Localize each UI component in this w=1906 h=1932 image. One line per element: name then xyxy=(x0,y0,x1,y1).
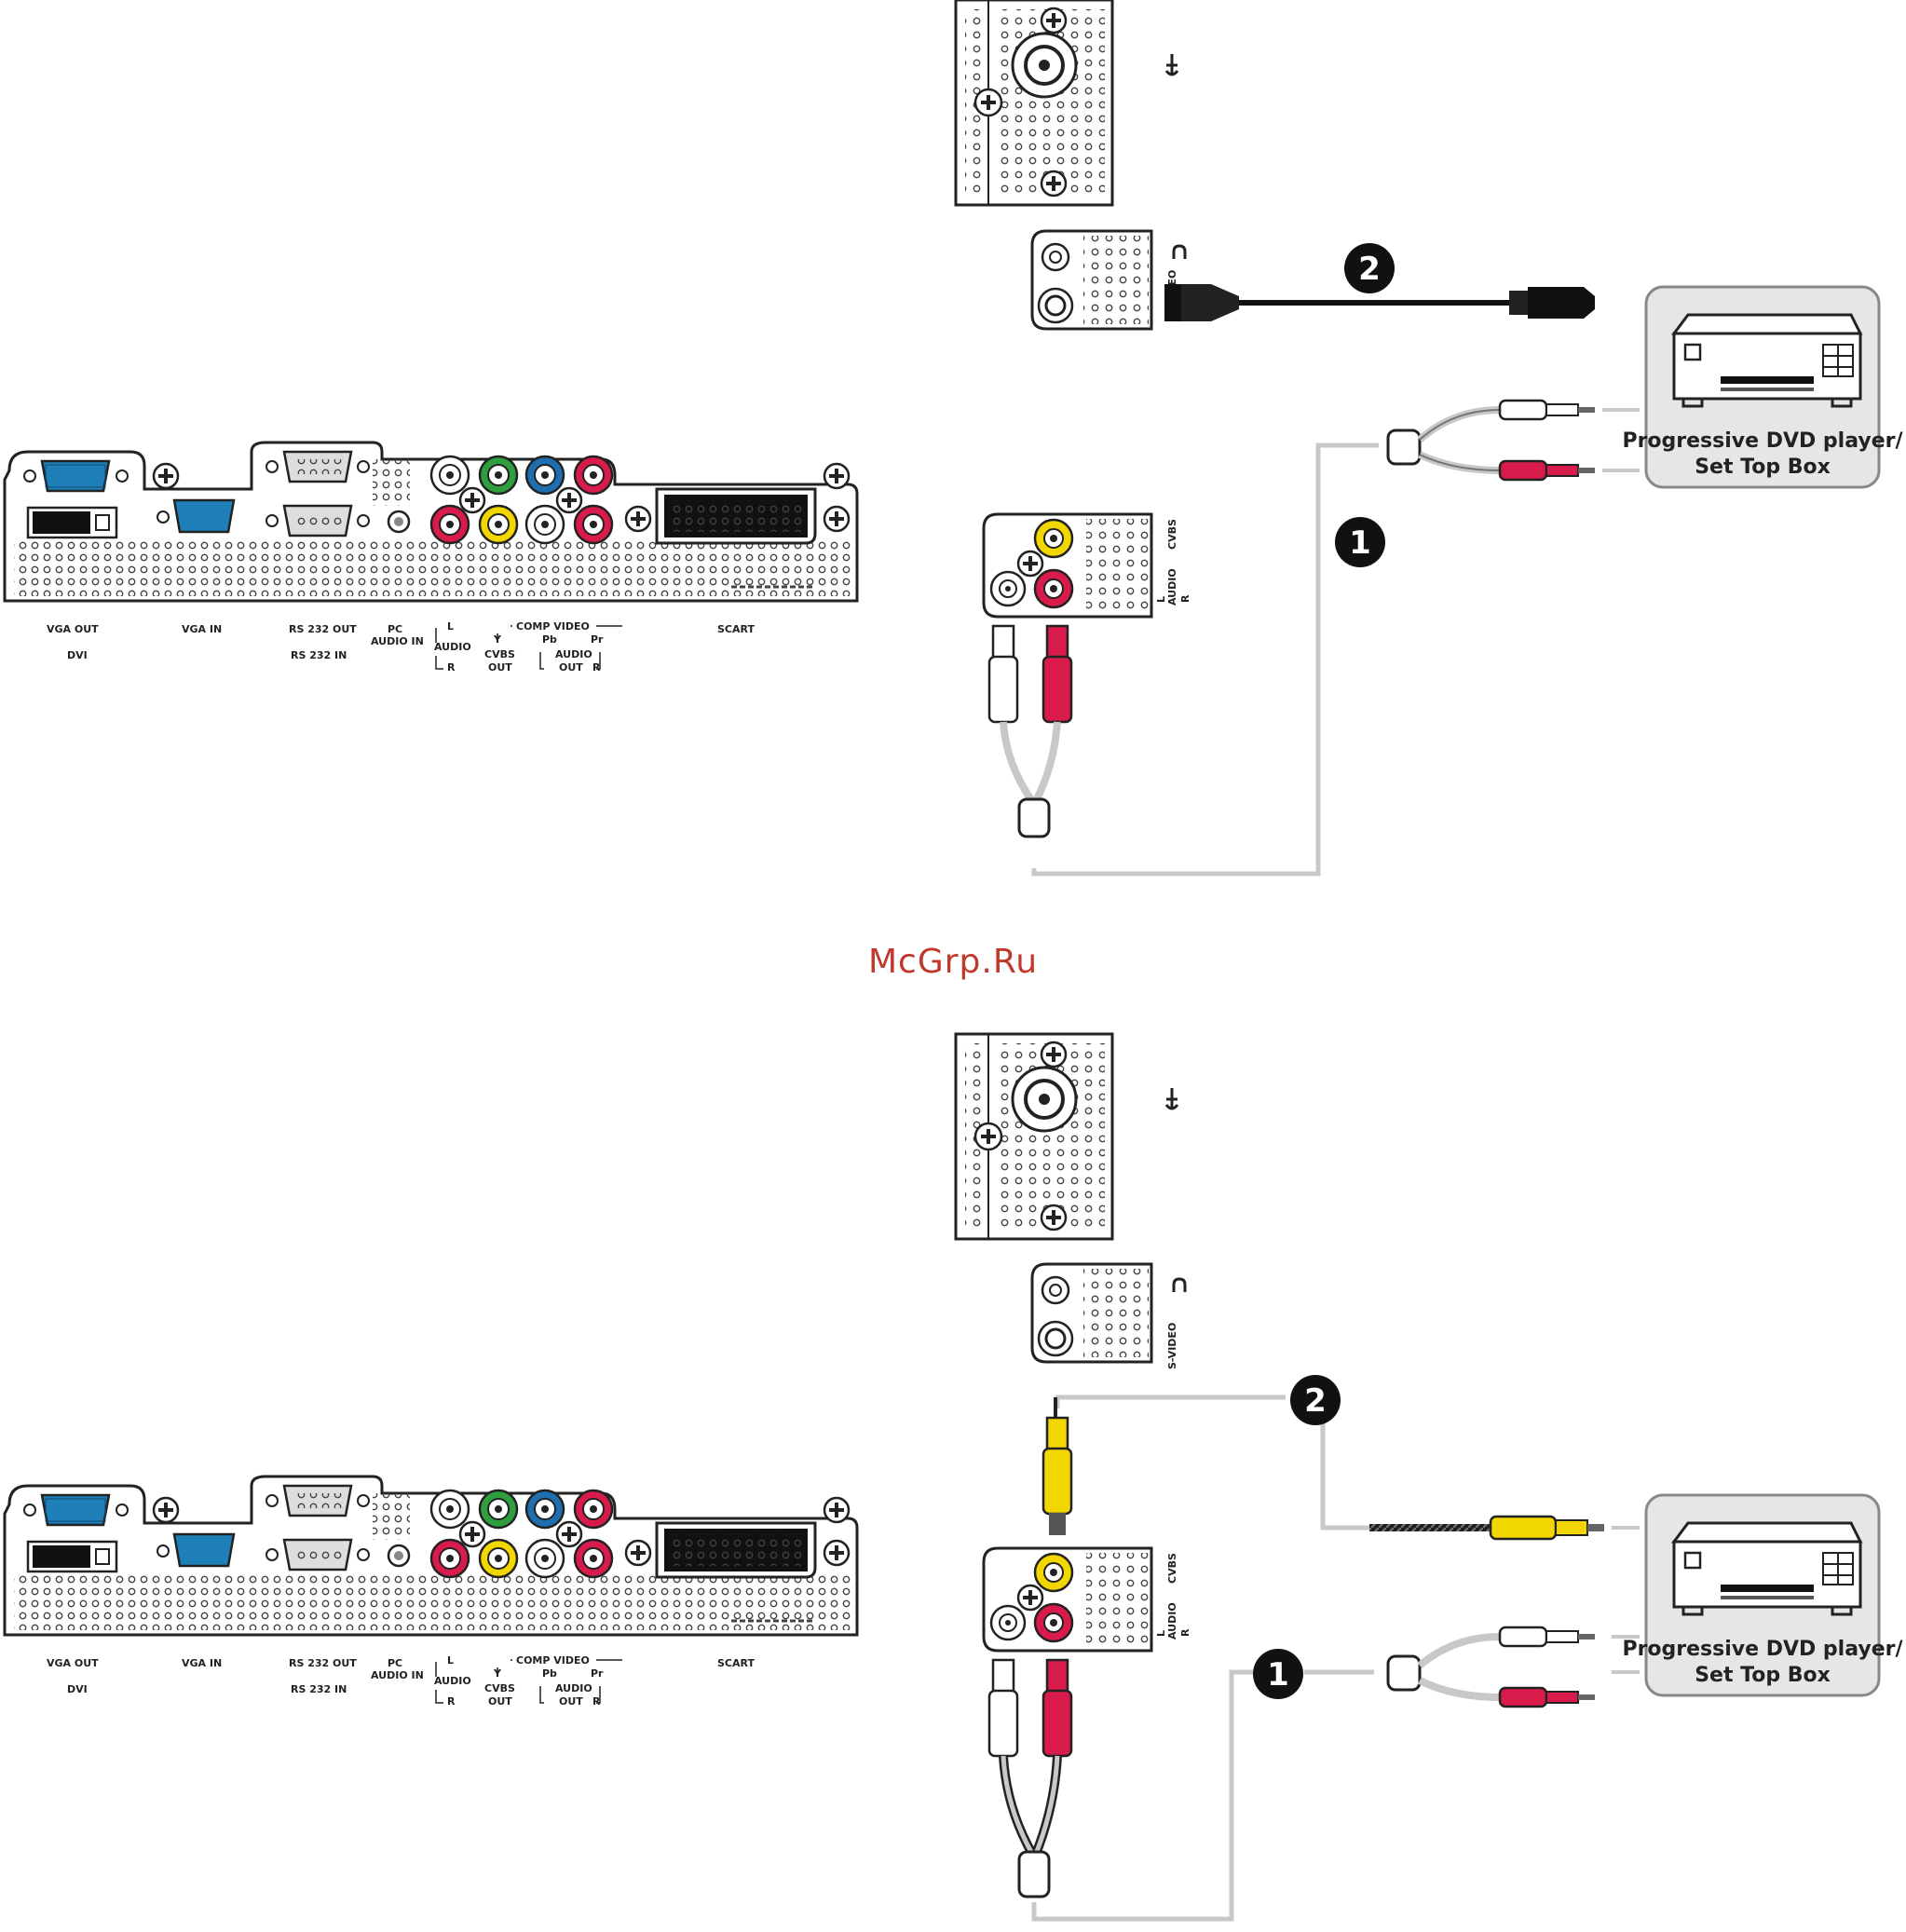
label-y: Y xyxy=(493,633,502,646)
label-audio: AUDIO xyxy=(434,641,471,653)
top-side-tv-panel xyxy=(954,0,1179,207)
label-y-2: Y xyxy=(493,1667,502,1680)
label-dvi-2: DVI xyxy=(67,1683,88,1695)
label-audio-l-2: L xyxy=(447,1654,454,1667)
device-label-line1-b: Progressive DVD player/ xyxy=(1622,1638,1903,1661)
bottom-rear-panel xyxy=(5,1476,857,1635)
label-audio-out-2: OUT xyxy=(559,661,583,673)
top-audio-cable xyxy=(987,399,1640,877)
label-audio-out-b2: OUT xyxy=(559,1695,583,1708)
label-vga-out-2: VGA OUT xyxy=(47,1657,99,1669)
label-cvbs: CVBS xyxy=(484,648,515,660)
label-vga-out: VGA OUT xyxy=(47,623,99,635)
watermark-text: McGrp.Ru xyxy=(867,943,1039,981)
label-audio-out-r-2: R xyxy=(592,1695,601,1708)
label-side-cvbs-2: CVBS xyxy=(1166,1553,1178,1584)
label-vga-in: VGA IN xyxy=(182,623,222,635)
label-side-l: L xyxy=(1155,596,1167,603)
top-callout-2: 2 xyxy=(1344,243,1395,293)
top-callout-1: 1 xyxy=(1335,517,1385,567)
label-scart: SCART xyxy=(717,623,755,635)
bottom-callout-2: 2 xyxy=(1290,1375,1341,1425)
label-pc-2: PC xyxy=(388,1657,402,1669)
label-cvbs-out: OUT xyxy=(488,661,512,673)
bottom-side-av-panel: CVBS L AUDIO R xyxy=(982,1546,1191,1653)
bottom-video-cable xyxy=(1041,1395,1640,1541)
label-pc: PC xyxy=(388,623,402,635)
device-label-line2-b: Set Top Box xyxy=(1695,1664,1831,1687)
label-rs232-in: RS 232 IN xyxy=(291,649,347,661)
top-svideo-cable xyxy=(1164,284,1595,321)
top-side-svideo-panel: S-VIDEO xyxy=(1030,229,1187,331)
label-side-svideo-2: S-VIDEO xyxy=(1166,1323,1178,1369)
label-audio-l: L xyxy=(447,620,454,633)
bottom-callout-1: 1 xyxy=(1253,1649,1303,1699)
top-panel-labels: VGA OUT DVI VGA IN RS 232 OUT RS 232 IN … xyxy=(47,620,755,673)
callout-1-label: 1 xyxy=(1349,524,1371,562)
bottom-side-tv-panel xyxy=(954,1032,1179,1241)
label-audio-r: R xyxy=(447,661,456,673)
bottom-side-svideo-panel: S-VIDEO xyxy=(1030,1262,1187,1369)
bottom-dvd-device: Progressive DVD player/ Set Top Box xyxy=(1622,1493,1903,1697)
callout-1-label-b: 1 xyxy=(1267,1656,1289,1694)
label-side-cvbs: CVBS xyxy=(1166,519,1178,550)
label-scart-2: SCART xyxy=(717,1657,755,1669)
bottom-audio-cable xyxy=(987,1626,1640,1922)
label-pb-2: Pb xyxy=(542,1667,557,1680)
bottom-panel-labels: VGA OUT DVI VGA IN RS 232 OUT RS 232 IN … xyxy=(47,1654,755,1708)
callout-2-label: 2 xyxy=(1358,251,1381,288)
label-audio-2: AUDIO xyxy=(434,1675,471,1687)
label-side-l-2: L xyxy=(1155,1630,1167,1637)
label-pb: Pb xyxy=(542,633,557,646)
label-side-r-2: R xyxy=(1179,1628,1191,1637)
label-comp-video-2: COMP VIDEO xyxy=(516,1654,590,1667)
label-dvi: DVI xyxy=(67,649,88,661)
label-audio-out-b: AUDIO xyxy=(555,1682,592,1694)
label-audio-out: AUDIO xyxy=(555,648,592,660)
top-rear-panel xyxy=(5,442,857,601)
label-pr: Pr xyxy=(591,633,604,646)
label-audio-out-r: R xyxy=(592,661,601,673)
label-comp-video: COMP VIDEO xyxy=(516,620,590,633)
label-vga-in-2: VGA IN xyxy=(182,1657,222,1669)
label-rs232-out: RS 232 OUT xyxy=(289,623,357,635)
label-audio-in: AUDIO IN xyxy=(371,635,424,647)
top-side-av-panel: CVBS L AUDIO R xyxy=(982,512,1191,619)
label-rs232-out-2: RS 232 OUT xyxy=(289,1657,357,1669)
label-side-audio-2: AUDIO xyxy=(1166,1602,1178,1639)
label-cvbs-out-2: OUT xyxy=(488,1695,512,1708)
callout-2-label-b: 2 xyxy=(1304,1382,1327,1420)
label-audio-r-2: R xyxy=(447,1695,456,1708)
device-label-line2: Set Top Box xyxy=(1695,456,1831,479)
device-label-line1: Progressive DVD player/ xyxy=(1622,429,1903,453)
label-side-r: R xyxy=(1179,594,1191,603)
label-audio-in-2: AUDIO IN xyxy=(371,1669,424,1681)
label-side-audio: AUDIO xyxy=(1166,568,1178,605)
label-cvbs-2: CVBS xyxy=(484,1682,515,1694)
label-rs232-in-2: RS 232 IN xyxy=(291,1683,347,1695)
top-dvd-device: Progressive DVD player/ Set Top Box xyxy=(1622,285,1903,489)
label-pr-2: Pr xyxy=(591,1667,604,1680)
